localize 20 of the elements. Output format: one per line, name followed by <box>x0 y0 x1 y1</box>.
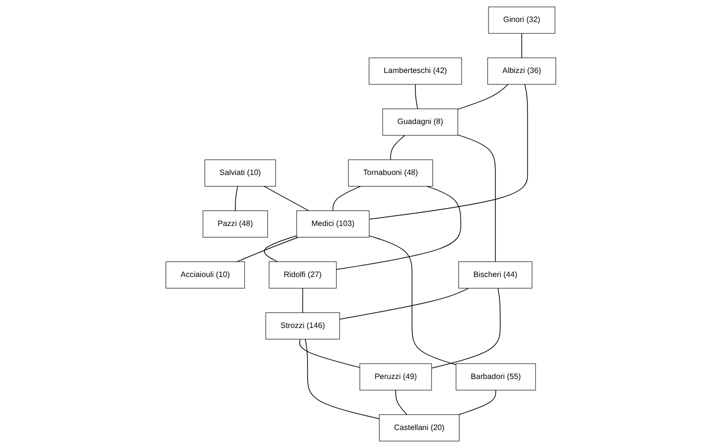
connector <box>298 338 360 368</box>
connector <box>263 186 309 212</box>
connector <box>336 186 461 270</box>
connector <box>368 84 528 220</box>
connector <box>521 33 522 58</box>
connector <box>236 236 298 262</box>
connector <box>234 186 238 212</box>
connector <box>304 338 380 420</box>
connector <box>264 235 297 262</box>
connector <box>390 134 405 160</box>
connector <box>458 390 496 415</box>
connector <box>368 235 456 366</box>
connector <box>302 288 303 314</box>
connector <box>457 84 508 110</box>
connector <box>414 84 418 110</box>
connector <box>430 288 500 368</box>
connector <box>332 186 361 212</box>
connector <box>338 288 469 320</box>
connector <box>394 390 408 415</box>
connector <box>457 134 496 262</box>
